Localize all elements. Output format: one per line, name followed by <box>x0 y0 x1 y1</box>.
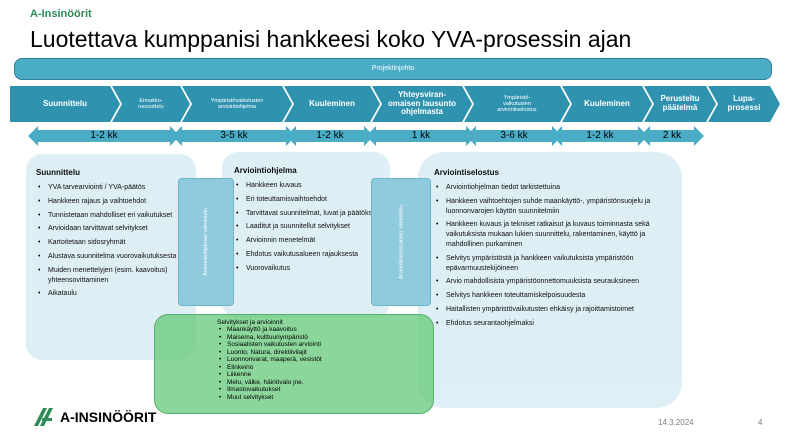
slide-date: 14.3.2024 <box>658 418 694 427</box>
phase-suunnittelu: Suunnittelu <box>10 86 120 122</box>
list-item: Luonto, Natura, direktiivilajit <box>217 349 433 357</box>
duration-arrow: 3-5 kk <box>172 126 296 146</box>
logo-text: A-INSINÖÖRIT <box>60 409 157 425</box>
list-item: Selvitys hankkeen toteuttamiskelpoisuude… <box>434 291 672 301</box>
phase-arviointiselostus: Ympäristö- vaikutusten arviointiselostus <box>464 86 570 122</box>
list-item: Selvitys ympäristöstä ja hankkeen vaikut… <box>434 254 672 274</box>
list-item: Maankäyttö ja kaavoitus <box>217 326 433 334</box>
list-item: Hankkeen rajaus ja vaihtoehdot <box>36 197 188 207</box>
list-item: Ehdotus seurantaohjelmaksi <box>434 319 672 329</box>
list-item: Muut selvitykset <box>217 394 433 402</box>
list-item: Arviointiohjelman tiedot tarkistettuina <box>434 183 672 193</box>
list-item: Arvio mahdollisista ympäristöonnettomuuk… <box>434 277 672 287</box>
list-item: Laaditut ja suunnitellut selvitykset <box>234 222 382 232</box>
arviointiselostus-title: Arviointiselostus <box>434 168 499 177</box>
arviointiselostus-box: Arviointiselostus Arviointiohjelman tied… <box>418 152 682 408</box>
list-item: Vuorovaikutus <box>234 264 382 274</box>
list-item: Sosiaalisten vaikutusten arviointi <box>217 341 433 349</box>
page-title: Luotettava kumppanisi hankkeesi koko YVA… <box>30 26 632 52</box>
list-item: Tarvittavat suunnitelmat, luvat ja päätö… <box>234 209 382 219</box>
suunnittelu-box: Suunnittelu YVA tarvearviointi / YVA-pää… <box>26 154 196 360</box>
phase-arviointiohjelma: Ympäristövaikutusten arviointiohjelma <box>182 86 292 122</box>
phase-lupaprosessi: Lupa- prosessi <box>708 86 780 122</box>
phase-row: Suunnittelu Ennakko- neuvottelu Ympärist… <box>10 86 780 122</box>
list-item: Maisema, kulttuuriympäristö <box>217 334 433 342</box>
list-item: Eri toteuttamisvaihtoehdot <box>234 195 382 205</box>
phase-ennakkoneuvottelu: Ennakko- neuvottelu <box>112 86 190 122</box>
list-item: Haitallisten ympäristövaikutusten ehkäis… <box>434 305 672 315</box>
list-item: Ilmastovaikutukset <box>217 386 433 394</box>
duration-arrow: 1-2 kk <box>28 126 180 146</box>
duration-arrow: 1-2 kk <box>552 126 648 146</box>
brand-name: A-Insinöörit <box>30 8 92 20</box>
list-item: YVA tarvearviointi / YVA-päätös <box>36 183 188 193</box>
list-item: Liikenne <box>217 371 433 379</box>
phase-yhteysviranomaisen-lausunto: Yhteysviran- omaisen lausunto ohjelmasta <box>372 86 472 122</box>
logo-icon <box>34 408 53 426</box>
list-item: Elinkeino <box>217 364 433 372</box>
list-item: Arvioidaan tarvittavat selvitykset <box>36 224 188 234</box>
arviointiohjelma-box: Arviointiohjelma Hankkeen kuvaus Eri tot… <box>222 152 390 318</box>
company-logo: A-INSINÖÖRIT <box>34 408 156 426</box>
phase-perusteltu-paatelma: Perusteltu päätelmä <box>644 86 716 122</box>
arviointiselostus-valmistelu-bar: Arviointiselostuksen valmistelu <box>371 178 431 306</box>
vertical-label: Arviointiohjelman valmistelu <box>203 208 209 276</box>
list-item: Muiden menettelyjen (esim. kaavoitus) yh… <box>36 266 188 286</box>
list-item: Kartoitetaan sidosryhmät <box>36 238 188 248</box>
project-management-banner: Projektinjohto <box>14 58 772 80</box>
duration-arrow: 1-2 kk <box>286 126 374 146</box>
list-item: Melu, välke, häiriövalo jne. <box>217 379 433 387</box>
arviointiohjelma-title: Arviointiohjelma <box>234 166 297 175</box>
duration-arrow: 1 kk <box>366 126 476 146</box>
page-number: 4 <box>758 418 763 427</box>
phase-kuuleminen-1: Kuuleminen <box>284 86 380 122</box>
list-item: Hankkeen kuvaus ja tekniset ratkaisut ja… <box>434 220 672 249</box>
duration-arrow: 3-6 kk <box>466 126 562 146</box>
duration-arrow: 2 kk <box>640 126 704 146</box>
selvitykset-title: Selvitykset ja arvioinnit <box>217 319 283 326</box>
suunnittelu-title: Suunnittelu <box>36 168 80 177</box>
arviointiohjelma-valmistelu-bar: Arviointiohjelman valmistelu <box>178 178 234 306</box>
list-item: Hankkeen kuvaus <box>234 181 382 191</box>
list-item: Tunnistetaan mahdolliset eri vaikutukset <box>36 211 188 221</box>
phase-kuuleminen-2: Kuuleminen <box>562 86 652 122</box>
list-item: Hankkeen vaihtoehtojen suhde maankäyttö-… <box>434 197 672 217</box>
list-item: Alustava suunnitelma vuorovaikutuksesta <box>36 252 188 262</box>
vertical-label: Arviointiselostuksen valmistelu <box>398 204 404 280</box>
list-item: Aikataulu <box>36 289 188 299</box>
list-item: Luonnonvarat, maaperä, vesistöt <box>217 356 433 364</box>
list-item: Arvioinnin menetelmät <box>234 236 382 246</box>
selvitykset-box: Selvitykset ja arvioinnit Maankäyttö ja … <box>154 314 434 414</box>
list-item: Ehdotus vaikutusalueen rajauksesta <box>234 250 382 260</box>
